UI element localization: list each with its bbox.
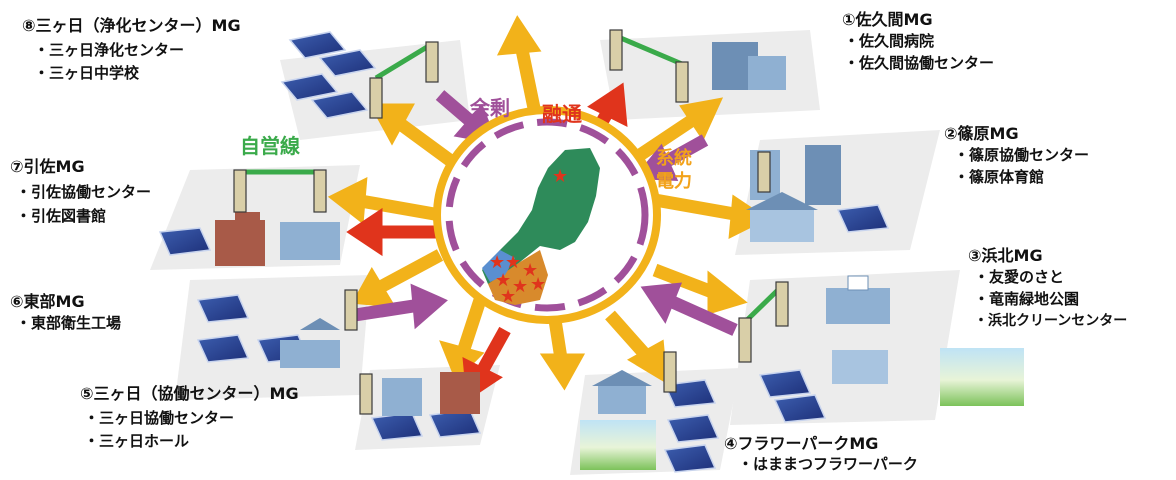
city-map-southwest	[482, 250, 515, 282]
stars: ★ ★ ★ ★ ★ ★ ★ ★	[489, 166, 568, 307]
solar-panel-icon	[158, 227, 212, 256]
mg-item: はままつフラワーパーク	[738, 455, 918, 475]
mg-label-8: ⑧三ヶ日（浄化センター）MG 三ヶ日浄化センター 三ヶ日中学校	[22, 14, 241, 85]
mg-title: ②篠原MG	[944, 124, 1019, 143]
building-icon	[382, 378, 422, 416]
building-icon	[440, 372, 480, 414]
city-map-south	[488, 250, 548, 305]
mg-title: ①佐久間MG	[842, 10, 933, 29]
solar-panel-icon	[758, 369, 812, 398]
star-icon: ★	[530, 274, 546, 295]
building-icon	[280, 318, 340, 368]
solar-panel-icon	[773, 394, 827, 423]
exchange-label: 融通	[542, 102, 582, 126]
mg-item: 篠原体育館	[954, 167, 1089, 189]
building-icon	[280, 222, 340, 260]
star-icon: ★	[512, 276, 528, 297]
utility-pole-icon	[775, 281, 789, 327]
mg-label-6: ⑥東部MG 東部衛生工場	[10, 290, 121, 335]
solar-panel-icon	[666, 414, 720, 443]
mg-title: ⑥東部MG	[10, 292, 85, 311]
central-ring: ★ ★ ★ ★ ★ ★ ★ ★	[433, 106, 661, 324]
building-icon	[712, 42, 786, 90]
utility-poles	[233, 29, 789, 415]
mg-item: 東部衛生工場	[16, 313, 121, 335]
mg-label-5: ⑤三ヶ日（協働センター）MG 三ヶ日協働センター 三ヶ日ホール	[80, 382, 299, 453]
park-image	[940, 348, 1024, 406]
solar-panel-icon	[663, 379, 717, 408]
mg-label-4: ④フラワーパークMG はままつフラワーパーク	[724, 434, 918, 474]
utility-pole-icon	[344, 289, 358, 331]
solar-panel-icon	[196, 294, 250, 323]
mg-item: 引佐協働センター	[16, 180, 151, 204]
mg-title: ③浜北MG	[968, 246, 1043, 265]
solar-panel-icon	[428, 409, 482, 438]
utility-pole-icon	[313, 169, 327, 213]
utility-pole-icon	[233, 169, 247, 213]
star-icon: ★	[495, 270, 511, 291]
mg-item: 三ヶ日浄化センター	[34, 39, 241, 62]
solar-panel-icon	[288, 31, 347, 59]
mg-item: 篠原協働センター	[954, 145, 1089, 167]
mg-item: 友愛のさと	[974, 267, 1127, 289]
utility-pole-icon	[663, 351, 677, 393]
solar-panel-icon	[663, 444, 717, 473]
building-icon	[746, 192, 818, 242]
star-icon: ★	[505, 252, 521, 273]
mg-item: 三ヶ日ホール	[84, 430, 299, 453]
mg-title: ⑧三ヶ日（浄化センター）MG	[22, 16, 241, 35]
building-icon	[215, 212, 265, 266]
utility-pole-icon	[359, 373, 373, 415]
mg-title: ⑤三ヶ日（協働センター）MG	[80, 384, 299, 403]
star-icon: ★	[489, 252, 505, 273]
solar-panel-icon	[280, 73, 339, 101]
mg-item: 引佐図書館	[16, 204, 151, 228]
city-map	[482, 148, 600, 284]
building-icon	[592, 370, 652, 414]
mg-label-7: ⑦引佐MG 引佐協働センター 引佐図書館	[10, 154, 151, 228]
mg-item: 浜北クリーンセンター	[974, 311, 1127, 331]
mg-item: 佐久間病院	[844, 31, 994, 53]
surplus-label: 余剰	[470, 96, 510, 120]
solar-panel-icon	[370, 412, 424, 441]
solar-panel-icon	[318, 49, 377, 77]
mg-title: ④フラワーパークMG	[724, 434, 879, 453]
mg-label-3: ③浜北MG 友愛のさと 竜南緑地公園 浜北クリーンセンター	[968, 244, 1127, 331]
mg-title: ⑦引佐MG	[10, 157, 85, 176]
mg-item: 竜南緑地公園	[974, 289, 1127, 311]
mg-item: 三ヶ日中学校	[34, 62, 241, 85]
building-icon	[832, 350, 888, 384]
grid-power-label: 系統 電力	[656, 148, 692, 193]
utility-pole-icon	[369, 77, 383, 119]
grid-power-label-1: 系統	[656, 148, 692, 169]
mg-item: 三ヶ日協働センター	[84, 407, 299, 430]
grid-power-label-2: 電力	[656, 170, 692, 192]
mg-label-1: ①佐久間MG 佐久間病院 佐久間協働センター	[842, 8, 994, 75]
mg-item: 佐久間協働センター	[844, 53, 994, 75]
private-line-label: 自営線	[240, 134, 300, 158]
flower-park-image	[580, 420, 656, 470]
solar-panel-icon	[836, 204, 890, 233]
utility-pole-icon	[757, 151, 771, 193]
solar-panel-icon	[310, 91, 369, 119]
utility-pole-icon	[675, 61, 689, 103]
solar-panel-icon	[196, 334, 250, 363]
star-icon: ★	[500, 286, 516, 307]
utility-pole-icon	[425, 41, 439, 83]
building-icon	[826, 275, 890, 324]
utility-pole-icon	[609, 29, 623, 71]
star-icon: ★	[552, 166, 568, 187]
star-icon: ★	[522, 260, 538, 281]
mg-label-2: ②篠原MG 篠原協働センター 篠原体育館	[944, 122, 1089, 189]
utility-pole-icon	[738, 317, 752, 363]
